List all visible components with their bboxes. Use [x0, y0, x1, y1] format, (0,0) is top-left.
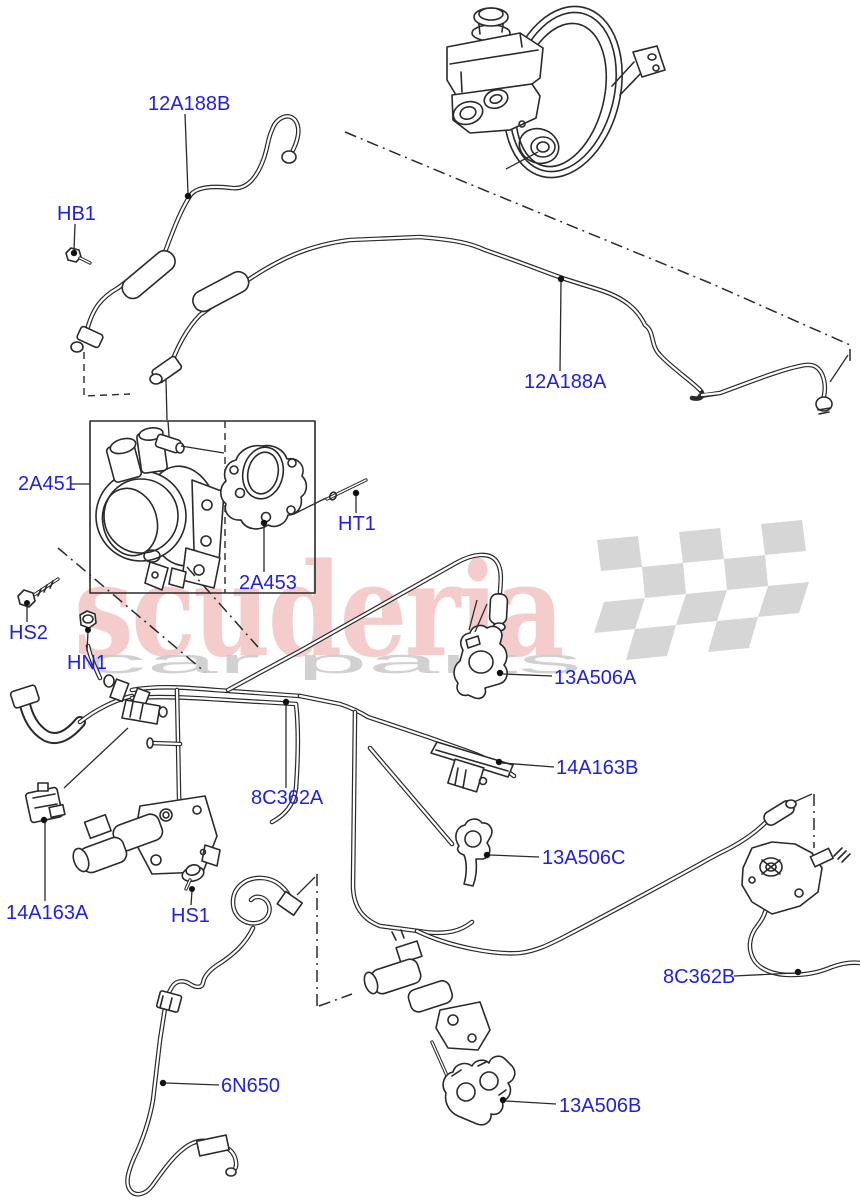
- part-labels: 12A188B HB1 12A188A 2A451 HT1 2A453 HS2 …: [6, 93, 735, 1117]
- valve-assembly-bottom: [363, 929, 491, 1098]
- part-label-13a506b[interactable]: 13A506B: [559, 1095, 641, 1117]
- flag-cell: [758, 582, 809, 617]
- part-label-hs2[interactable]: HS2: [9, 622, 48, 644]
- valve-assembly-left: [72, 795, 221, 875]
- bolt-hs1: [181, 864, 205, 891]
- foam-sleeve: [121, 249, 176, 300]
- stud-ht1: [293, 478, 368, 515]
- flag-cell: [724, 555, 768, 590]
- bolt-hb1: [65, 247, 92, 265]
- part-label-2a451[interactable]: 2A451: [18, 473, 76, 495]
- bolt-hs2: [17, 577, 60, 608]
- clip-13A506B: [442, 1055, 516, 1126]
- flag-cell: [676, 590, 727, 625]
- flag-cell: [761, 520, 806, 555]
- brake-booster: [446, 5, 666, 179]
- part-label-12a188a[interactable]: 12A188A: [524, 371, 607, 393]
- bracket-14A163B: [430, 741, 514, 793]
- pipe-12A188B: [70, 114, 301, 353]
- part-label-14a163a[interactable]: 14A163A: [6, 902, 89, 924]
- pipe-8C362B: [414, 793, 860, 978]
- flag-cell: [626, 625, 676, 660]
- part-label-8c362b[interactable]: 8C362B: [663, 966, 735, 988]
- flag-cell: [679, 528, 724, 563]
- foam-sleeve: [192, 270, 250, 313]
- pipe-12A188A: [149, 234, 833, 415]
- part-label-14a163b[interactable]: 14A163B: [556, 757, 638, 779]
- nut-hn1: [79, 610, 97, 629]
- flag-cell: [708, 617, 758, 652]
- vacuum-pump: [95, 427, 225, 591]
- sensor-14A163A: [24, 782, 66, 824]
- flag-cell: [642, 563, 686, 598]
- part-label-6n650[interactable]: 6N650: [221, 1075, 280, 1097]
- line-art: [9, 5, 860, 1197]
- bracket-right: [741, 841, 851, 915]
- part-label-2a453[interactable]: 2A453: [239, 572, 297, 594]
- part-label-hs1[interactable]: HS1: [171, 905, 210, 927]
- gasket: [219, 444, 308, 530]
- flag-cell: [597, 536, 642, 571]
- part-label-12a188b[interactable]: 12A188B: [148, 93, 230, 115]
- leader-lines: [24, 113, 802, 1105]
- flag-cell: [594, 598, 645, 633]
- hose-6N650: [125, 875, 316, 1197]
- checkered-flag: [594, 520, 809, 660]
- part-label-ht1[interactable]: HT1: [338, 513, 376, 535]
- part-label-13a506c[interactable]: 13A506C: [542, 847, 625, 869]
- part-label-13a506a[interactable]: 13A506A: [554, 667, 637, 689]
- construction-line-main: [344, 131, 851, 362]
- vacuum-harness-8C362A: [9, 552, 517, 936]
- clip-13A506A: [453, 599, 508, 700]
- part-label-hb1[interactable]: HB1: [57, 203, 96, 225]
- part-label-hn1[interactable]: HN1: [67, 652, 107, 674]
- part-label-8c362a[interactable]: 8C362A: [251, 787, 324, 809]
